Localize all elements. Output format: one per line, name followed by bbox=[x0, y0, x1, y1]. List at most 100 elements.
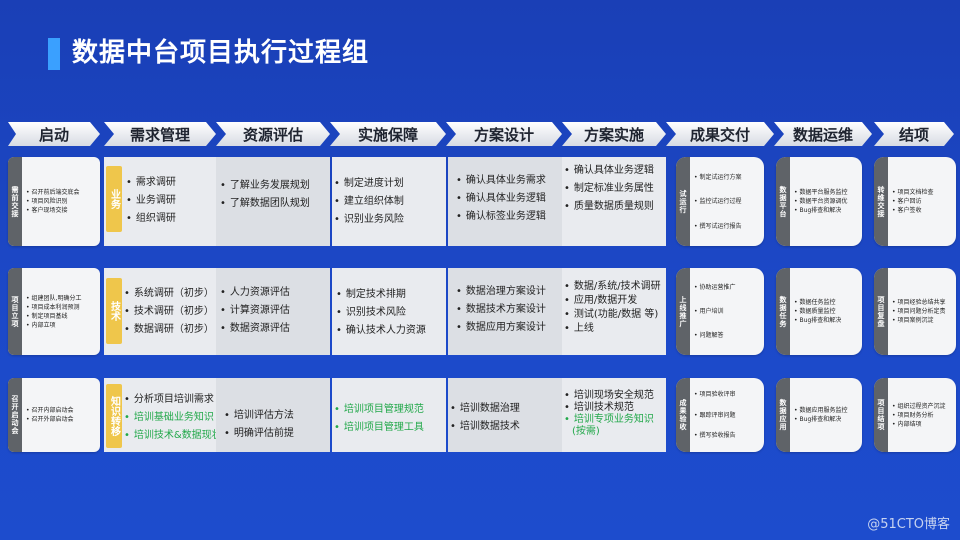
page-title: 数据中台项目执行过程组 bbox=[72, 38, 370, 68]
close-card-1: 转维交接 项目文档检查 客户回访 客户签收 bbox=[874, 157, 956, 246]
impl-item: 数据/系统/技术调研 bbox=[564, 280, 661, 294]
guarantee-item: 制定技术排期 bbox=[336, 286, 406, 304]
start-card-3: 召开启动会 召开内部启动会 召开外部启动会 bbox=[8, 378, 100, 452]
ops-item: Bug排查和解决 bbox=[794, 415, 858, 424]
ops-item: 数据质量监控 bbox=[794, 307, 858, 316]
impl-item: 确认具体业务逻辑 bbox=[564, 162, 654, 180]
start-item: 召开内部启动会 bbox=[26, 406, 96, 415]
ops-tag-2: 数据任务 bbox=[776, 268, 790, 355]
impl-item: 测试(功能/数据 等) bbox=[564, 308, 658, 322]
deliver-item: 协助运营推广 bbox=[694, 283, 760, 292]
start-tag-2: 项目立项 bbox=[8, 268, 22, 355]
resource-item: 人力资源评估 bbox=[220, 284, 290, 302]
ops-card-3: 数据应用 数据应用服务监控 Bug排查和解决 bbox=[776, 378, 862, 452]
deliver-item: 撰写试运行报告 bbox=[694, 222, 760, 231]
deliver-item: 监控试运行过程 bbox=[694, 197, 760, 206]
start-item: 组建团队,明确分工 bbox=[26, 294, 96, 303]
phase-start: 启动 bbox=[8, 122, 100, 146]
close-item: 内部结项 bbox=[892, 420, 952, 429]
deliver-item: 撰写验收报告 bbox=[694, 431, 760, 440]
resource-item: 了解业务发展规划 bbox=[220, 177, 310, 195]
design-item: 培训数据治理 bbox=[450, 400, 520, 418]
ops-item: 数据平台资源调优 bbox=[794, 197, 858, 206]
demand-tag-knowledge: 知识转移 bbox=[106, 384, 122, 448]
start-item: 制定项目基线 bbox=[26, 312, 96, 321]
phase-close: 结项 bbox=[874, 122, 954, 146]
deliver-card-1: 试运行 制定试运行方案 监控试运行过程 撰写试运行报告 bbox=[676, 157, 764, 246]
close-card-2: 项目复盘 项目经验总结共享 项目问题分析定责 项目案例沉淀 bbox=[874, 268, 956, 355]
start-card-2: 项目立项 组建团队,明确分工 项目成本利润预测 制定项目基线 内部立项 bbox=[8, 268, 100, 355]
resource-item: 明确评估前提 bbox=[224, 425, 294, 443]
ops-item: 数据平台服务监控 bbox=[794, 188, 858, 197]
deliver-card-3: 成果验收 项目验收评审 跟踪评审问题 撰写验收报告 bbox=[676, 378, 764, 452]
close-tag-3: 项目结项 bbox=[874, 378, 888, 452]
design-item: 确认标签业务逻辑 bbox=[456, 208, 546, 226]
start-item: 召开前后端交底会 bbox=[26, 188, 96, 197]
ops-item: Bug排查和解决 bbox=[794, 206, 858, 215]
impl-item: 制定标准业务属性 bbox=[564, 180, 654, 198]
deliver-item: 跟踪评审问题 bbox=[694, 411, 760, 420]
demand-item: 分析项目培训需求 bbox=[124, 391, 214, 409]
phase-demand: 需求管理 bbox=[104, 122, 216, 146]
title-accent-bar bbox=[48, 38, 60, 70]
design-item: 确认具体业务需求 bbox=[456, 172, 546, 190]
deliver-item: 用户培训 bbox=[694, 307, 760, 316]
guarantee-item: 建立组织体制 bbox=[334, 193, 404, 211]
start-tag-1: 需前交接 bbox=[8, 157, 22, 246]
phase-guarantee: 实施保障 bbox=[330, 122, 446, 146]
phase-resource: 资源评估 bbox=[216, 122, 330, 146]
close-item: 项目问题分析定责 bbox=[892, 307, 952, 316]
resource-item: 培训评估方法 bbox=[224, 407, 294, 425]
impl-item-cont: (按需) bbox=[572, 426, 600, 437]
demand-tag-tech: 技术 bbox=[106, 278, 122, 344]
start-item: 召开外部启动会 bbox=[26, 415, 96, 424]
deliver-item: 项目验收评审 bbox=[694, 390, 760, 399]
phase-ops: 数据运维 bbox=[774, 122, 872, 146]
deliver-item: 制定试运行方案 bbox=[694, 173, 760, 182]
close-card-3: 项目结项 组织过程资产沉淀 项目财务分析 内部结项 bbox=[874, 378, 956, 452]
start-item: 项目成本利润预测 bbox=[26, 303, 96, 312]
deliver-item: 问题解答 bbox=[694, 331, 760, 340]
demand-tag-business: 业务 bbox=[106, 166, 122, 232]
deliver-tag-2: 上线推广 bbox=[676, 268, 690, 355]
design-item: 确认具体业务逻辑 bbox=[456, 190, 546, 208]
resource-item: 计算资源评估 bbox=[220, 302, 290, 320]
demand-item: 组织调研 bbox=[126, 210, 176, 228]
guarantee-item: 识别技术风险 bbox=[336, 304, 406, 322]
impl-item: 培训现场安全规范 bbox=[564, 390, 654, 402]
start-item: 内部立项 bbox=[26, 321, 96, 330]
demand-item: 培训基础业务知识 bbox=[124, 409, 214, 427]
start-tag-3: 召开启动会 bbox=[8, 378, 22, 452]
close-item: 项目案例沉淀 bbox=[892, 316, 952, 325]
ops-item: 数据任务监控 bbox=[794, 298, 858, 307]
ops-card-2: 数据任务 数据任务监控 数据质量监控 Bug排查和解决 bbox=[776, 268, 862, 355]
design-item: 数据治理方案设计 bbox=[456, 283, 546, 301]
design-item: 数据技术方案设计 bbox=[456, 301, 546, 319]
start-item: 客户现场交接 bbox=[26, 206, 96, 215]
impl-item: 培训技术规范 bbox=[564, 402, 634, 414]
impl-item: 质量数据质量规则 bbox=[564, 198, 654, 216]
ops-tag-3: 数据应用 bbox=[776, 378, 790, 452]
deliver-tag-3: 成果验收 bbox=[676, 378, 690, 452]
phase-deliver: 成果交付 bbox=[666, 122, 774, 146]
demand-item: 技术调研（初步） bbox=[124, 303, 214, 321]
impl-item: 应用/数据开发 bbox=[564, 294, 637, 308]
deliver-card-2: 上线推广 协助运营推广 用户培训 问题解答 bbox=[676, 268, 764, 355]
close-item: 组织过程资产沉淀 bbox=[892, 402, 952, 411]
demand-item: 数据调研（初步） bbox=[124, 321, 214, 339]
guarantee-item: 制定进度计划 bbox=[334, 175, 404, 193]
ops-item: 数据应用服务监控 bbox=[794, 406, 858, 415]
start-card-1: 需前交接 召开前后端交底会 项目风险识别 客户现场交接 bbox=[8, 157, 100, 246]
resource-item: 数据资源评估 bbox=[220, 320, 290, 338]
demand-item: 系统调研（初步） bbox=[124, 285, 214, 303]
close-tag-1: 转维交接 bbox=[874, 157, 888, 246]
demand-item: 业务调研 bbox=[126, 192, 176, 210]
close-item: 项目财务分析 bbox=[892, 411, 952, 420]
phase-design: 方案设计 bbox=[446, 122, 562, 146]
watermark: @51CTO博客 bbox=[867, 517, 950, 532]
demand-item: 需求调研 bbox=[126, 174, 176, 192]
close-item: 项目经验总结共享 bbox=[892, 298, 952, 307]
guarantee-item: 培训项目管理工具 bbox=[334, 419, 424, 437]
close-item: 客户回访 bbox=[892, 197, 952, 206]
demand-item: 培训技术&数据现状 bbox=[124, 427, 222, 445]
